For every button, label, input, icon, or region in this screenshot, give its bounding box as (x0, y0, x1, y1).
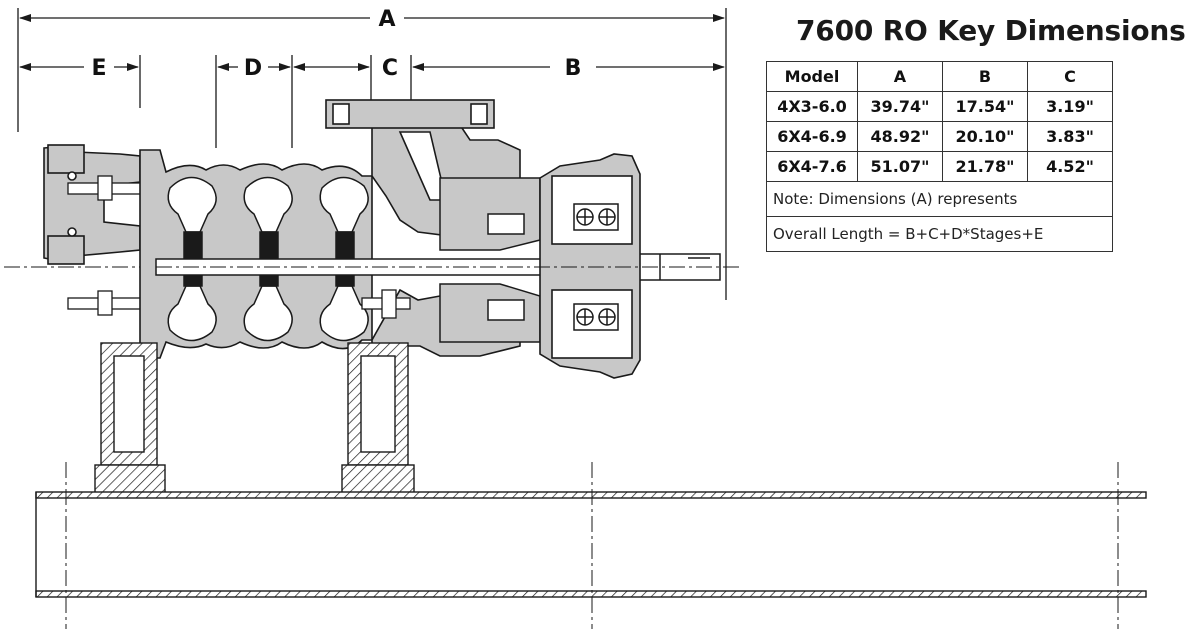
dimension-lines (17, 8, 727, 300)
table-cell: 3.19" (1027, 91, 1113, 122)
table-row: 6X4-6.9 48.92" 20.10" 3.83" (766, 121, 1113, 152)
column-header-a: A (857, 61, 943, 92)
table-cell: 4X3-6.0 (766, 91, 858, 122)
table-cell: 6X4-7.6 (766, 151, 858, 182)
table-note-row: Overall Length = B+C+D*Stages+E (766, 216, 1113, 252)
suction-tie-bolts (67, 175, 153, 316)
table-cell: 48.92" (857, 121, 943, 152)
table-note-dimension-a: Note: Dimensions (A) represents (766, 181, 1113, 217)
support-right (341, 342, 415, 494)
dimensions-table: Model A B C 4X3-6.0 39.74" 17.54" 3.19" … (766, 61, 1113, 252)
discharge-flange (325, 99, 495, 129)
base-centerlines (65, 462, 1119, 629)
table-cell: 39.74" (857, 91, 943, 122)
column-header-b: B (942, 61, 1028, 92)
bearing-housing (539, 153, 641, 379)
table-title: 7600 RO Key Dimensions (796, 14, 1186, 47)
seal-chamber (439, 177, 541, 343)
table-note-row: Note: Dimensions (A) represents (766, 181, 1113, 217)
table-cell: 21.78" (942, 151, 1028, 182)
dimension-label-a: A (378, 7, 395, 32)
column-header-model: Model (766, 61, 858, 92)
base-rail (35, 491, 1147, 598)
table-note-overall-length: Overall Length = B+C+D*Stages+E (766, 216, 1113, 252)
table-row: 4X3-6.0 39.74" 17.54" 3.19" (766, 91, 1113, 122)
table-cell: 20.10" (942, 121, 1028, 152)
dimension-label-c: C (382, 56, 398, 81)
table-cell: 51.07" (857, 151, 943, 182)
table-cell: 6X4-6.9 (766, 121, 858, 152)
table-cell: 3.83" (1027, 121, 1113, 152)
bearings (573, 203, 619, 331)
impeller-stage-2 (243, 176, 293, 342)
discharge-bolts (361, 289, 411, 319)
dimension-label-d: D (244, 56, 262, 81)
table-header-row: Model A B C (766, 61, 1113, 92)
table-cell: 17.54" (942, 91, 1028, 122)
suction-flange (43, 144, 141, 265)
pump-cross-section-drawing: A E D C B (4, 7, 1147, 629)
column-header-c: C (1027, 61, 1113, 92)
dimension-label-b: B (565, 56, 582, 81)
dimension-label-e: E (91, 56, 106, 81)
table-cell: 4.52" (1027, 151, 1113, 182)
support-left (94, 342, 166, 494)
table-row: 6X4-7.6 51.07" 21.78" 4.52" (766, 151, 1113, 182)
